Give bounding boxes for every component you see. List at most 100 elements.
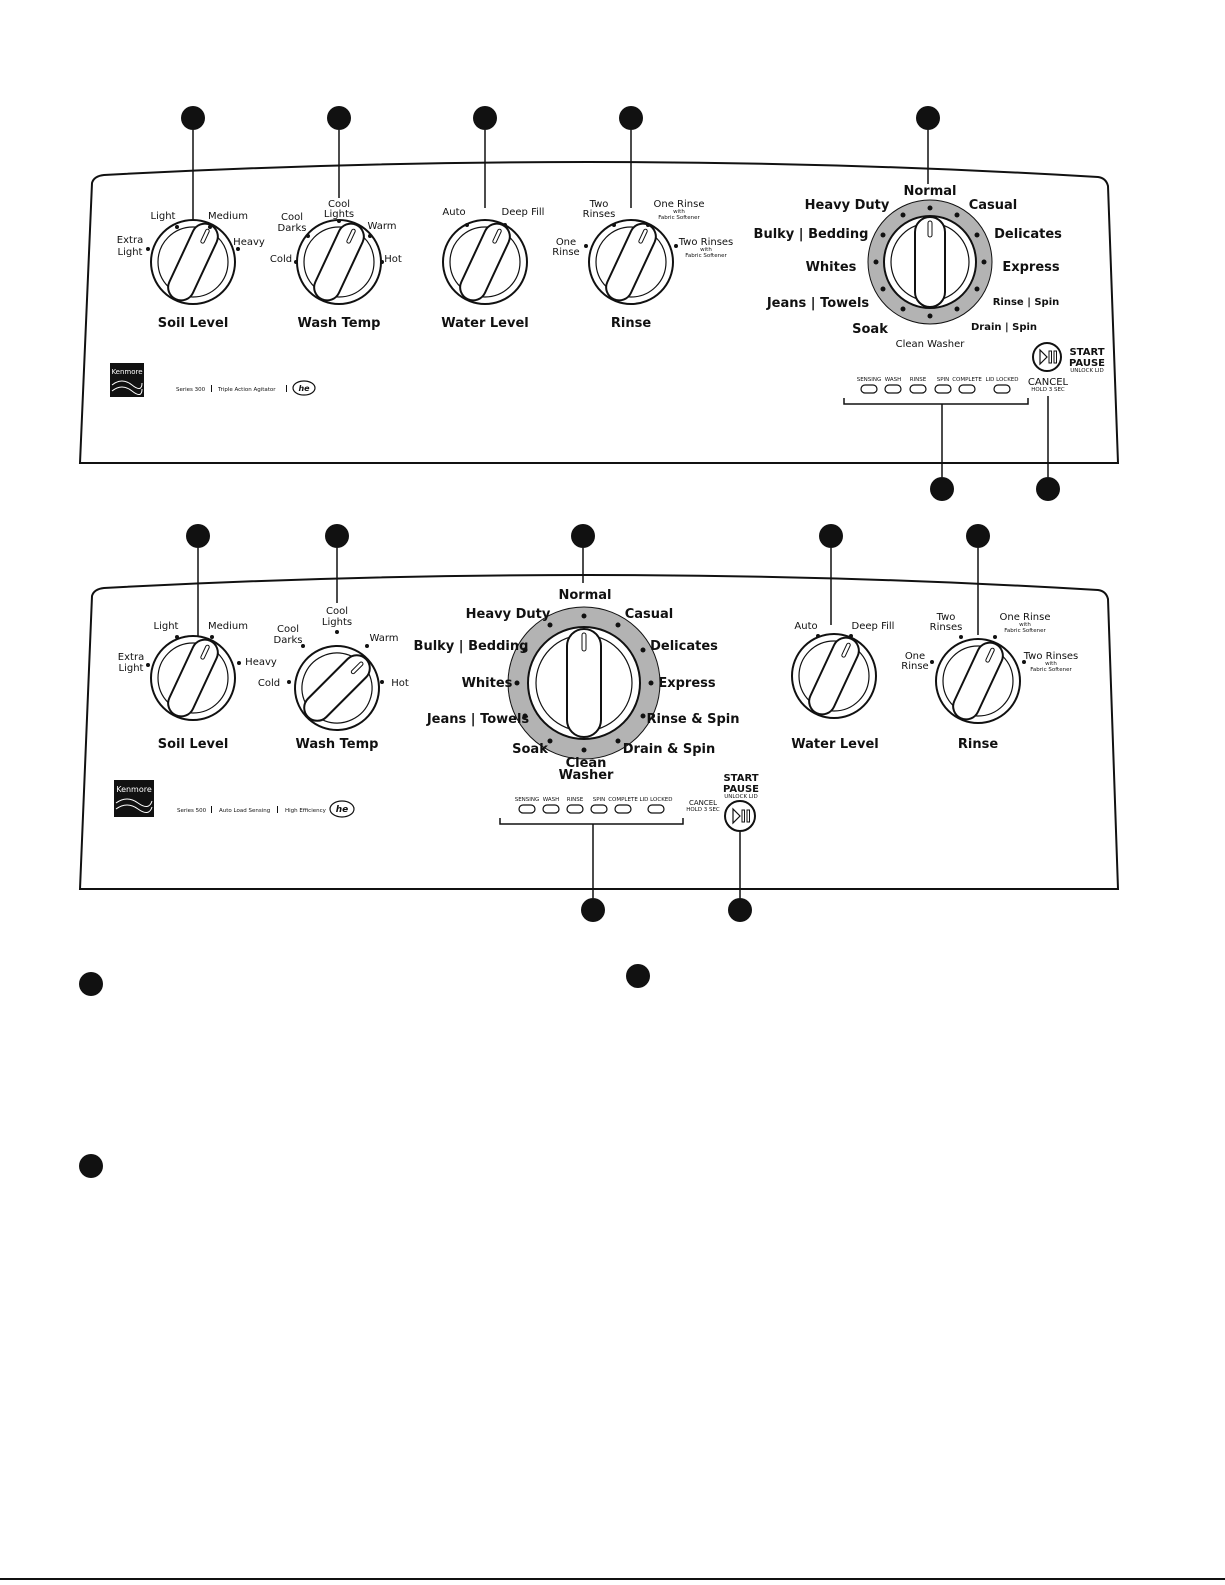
svg-text:Clean: Clean (566, 756, 607, 771)
svg-text:PAUSE: PAUSE (1069, 358, 1105, 369)
svg-text:UNLOCK LID: UNLOCK LID (724, 794, 757, 800)
soil-medium: Medium (208, 211, 248, 222)
svg-text:Fabric Softener: Fabric Softener (658, 215, 700, 221)
cycle-selector-knob[interactable]: Normal Heavy Duty Casual Bulky | Bedding… (754, 184, 1063, 350)
svg-text:RINSE: RINSE (567, 797, 584, 803)
temp-cold: Cold (270, 254, 292, 265)
svg-text:SPIN: SPIN (937, 377, 950, 383)
svg-text:Bulky | Bedding: Bulky | Bedding (414, 639, 529, 654)
svg-text:Auto Load Sensing: Auto Load Sensing (219, 808, 270, 814)
water-deep-fill: Deep Fill (502, 207, 545, 218)
start-pause-button[interactable]: START PAUSE UNLOCK LID CANCEL HOLD 3 SEC (686, 773, 759, 832)
rinse-two: Two (589, 199, 609, 210)
svg-text:Soak: Soak (512, 742, 548, 757)
cycle-selector-knob[interactable]: Normal Heavy Duty Casual Bulky | Bedding… (414, 588, 740, 783)
rinse-knob[interactable]: One Rinse Two Rinses One Rinse with Fabr… (901, 612, 1078, 752)
svg-text:Wash Temp: Wash Temp (296, 737, 379, 752)
legend-bullet-1 (79, 972, 103, 996)
temp-hot: Hot (384, 254, 402, 265)
svg-text:he: he (336, 805, 349, 815)
wash-temp-knob[interactable]: Cold Cool Darks Cool Lights Warm Hot Was… (270, 199, 402, 331)
kenmore-logo: Kenmore (111, 368, 142, 376)
svg-text:Normal: Normal (559, 588, 612, 603)
svg-text:Drain & Spin: Drain & Spin (623, 742, 715, 757)
svg-text:High Efficiency: High Efficiency (285, 808, 327, 814)
cycle-drain-spin: Drain | Spin (971, 322, 1037, 333)
svg-text:Rinse: Rinse (958, 737, 998, 752)
svg-text:COMPLETE: COMPLETE (952, 377, 982, 383)
svg-text:One: One (905, 651, 925, 662)
svg-text:One Rinse: One Rinse (1000, 612, 1051, 623)
soil-level-knob[interactable]: Extra Light Light Medium Heavy Soil Leve… (117, 211, 265, 331)
svg-text:HOLD 3 SEC: HOLD 3 SEC (1031, 387, 1065, 393)
rinse-caption: Rinse (611, 316, 651, 331)
svg-text:Heavy: Heavy (245, 657, 277, 668)
svg-text:LID LOCKED: LID LOCKED (639, 797, 672, 803)
svg-text:START: START (1069, 347, 1104, 358)
svg-text:Darks: Darks (274, 635, 303, 646)
callout-markers (186, 524, 990, 922)
svg-text:Hot: Hot (391, 678, 409, 689)
svg-text:CANCEL: CANCEL (1028, 377, 1069, 388)
soil-level-knob[interactable]: Extra Light Light Medium Heavy Soil Leve… (118, 621, 277, 752)
panel-series-500: Extra Light Light Medium Heavy Soil Leve… (78, 524, 1120, 922)
svg-text:SPIN: SPIN (593, 797, 606, 803)
svg-text:Rinses: Rinses (583, 209, 616, 220)
svg-text:Cold: Cold (258, 678, 280, 689)
brand-strip: Kenmore Series 500 Auto Load Sensing Hig… (114, 780, 355, 818)
svg-text:Deep Fill: Deep Fill (852, 621, 895, 632)
svg-text:Light: Light (154, 621, 179, 632)
svg-text:Whites: Whites (462, 676, 513, 691)
cycle-clean-washer: Clean Washer (896, 339, 966, 350)
svg-text:UNLOCK LID: UNLOCK LID (1070, 368, 1103, 374)
svg-text:Water Level: Water Level (791, 737, 878, 752)
page-bottom-rule (0, 1578, 1225, 1580)
svg-text:Washer: Washer (559, 768, 614, 783)
svg-text:Cool: Cool (277, 624, 299, 635)
cycle-soak: Soak (852, 322, 888, 337)
soil-heavy: Heavy (233, 237, 265, 248)
water-auto: Auto (442, 207, 465, 218)
svg-text:WASH: WASH (543, 797, 560, 803)
water-level-knob[interactable]: Auto Deep Fill Water Level (791, 621, 894, 752)
wash-temp-knob[interactable]: Cold Cool Darks Cool Lights Warm Hot Was… (258, 606, 409, 752)
svg-text:with: with (700, 247, 712, 253)
water-level-caption: Water Level (441, 316, 528, 331)
wash-temp-caption: Wash Temp (298, 316, 381, 331)
cycle-bulky-bedding: Bulky | Bedding (754, 227, 869, 242)
kenmore-logo: Kenmore (116, 785, 152, 794)
cycle-jeans-towels: Jeans | Towels (766, 296, 870, 311)
rinse-two-rinses-softener: Two Rinses (678, 237, 734, 248)
svg-text:with: with (1045, 661, 1057, 667)
water-level-knob[interactable]: Auto Deep Fill Water Level (441, 207, 544, 331)
temp-cool-lights: Cool (328, 199, 350, 210)
svg-text:Casual: Casual (625, 607, 674, 622)
panel-series-300: Extra Light Light Medium Heavy Soil Leve… (78, 106, 1120, 501)
svg-text:with: with (1019, 622, 1031, 628)
he-logo (329, 800, 355, 818)
soil-light: Light (151, 211, 176, 222)
svg-text:Heavy Duty: Heavy Duty (466, 607, 551, 622)
svg-text:RINSE: RINSE (910, 377, 927, 383)
svg-text:Lights: Lights (324, 209, 354, 220)
cycle-normal: Normal (904, 184, 957, 199)
rinse-knob[interactable]: One Rinse Two Rinses One Rinse with Fabr… (552, 199, 733, 331)
start-pause-button[interactable]: START PAUSE UNLOCK LID CANCEL HOLD 3 SEC (1028, 342, 1105, 393)
soil-extra-light: Extra (117, 235, 143, 246)
svg-text:Medium: Medium (208, 621, 248, 632)
svg-text:Extra: Extra (118, 652, 144, 663)
svg-text:Jeans | Towels: Jeans | Towels (426, 712, 530, 727)
svg-text:START: START (723, 773, 758, 784)
svg-text:Lights: Lights (322, 617, 352, 628)
svg-text:Rinse: Rinse (901, 661, 928, 672)
svg-text:Rinse & Spin: Rinse & Spin (646, 712, 739, 727)
legend-bullets (79, 964, 650, 1178)
cycle-casual: Casual (969, 198, 1018, 213)
svg-text:Cool: Cool (326, 606, 348, 617)
temp-cool-darks: Cool (281, 212, 303, 223)
svg-text:Fabric Softener: Fabric Softener (685, 253, 727, 259)
svg-text:Fabric Softener: Fabric Softener (1004, 628, 1046, 634)
svg-text:Warm: Warm (369, 633, 398, 644)
svg-text:Light: Light (118, 247, 143, 258)
